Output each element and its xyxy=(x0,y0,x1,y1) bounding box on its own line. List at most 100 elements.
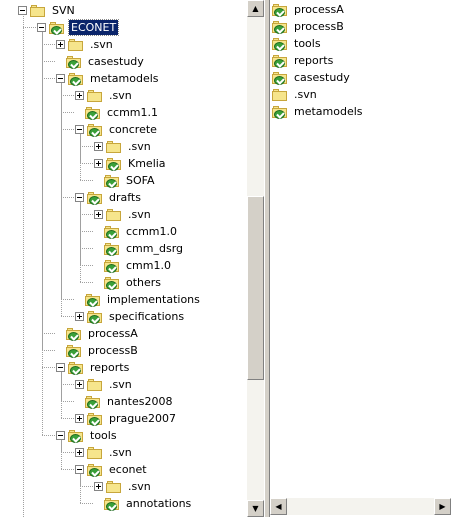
tree-node[interactable]: ECONET xyxy=(37,19,120,36)
tree-connector-line xyxy=(80,201,81,282)
tree-node[interactable]: .svn xyxy=(56,36,115,53)
expand-icon[interactable] xyxy=(94,210,103,219)
tree-node[interactable]: metamodels xyxy=(56,70,161,87)
tree-node-label: processB xyxy=(88,344,138,357)
tree-node[interactable]: .svn xyxy=(94,138,153,155)
expand-icon[interactable] xyxy=(75,448,84,457)
expand-icon[interactable] xyxy=(94,482,103,491)
scroll-left-button[interactable]: ◀ xyxy=(270,498,287,515)
collapse-icon[interactable] xyxy=(37,23,46,32)
tree-node[interactable]: casestudy xyxy=(56,53,146,70)
scroll-thumb[interactable] xyxy=(247,196,264,380)
tree-node[interactable]: implementations xyxy=(75,291,202,308)
tree-spacer xyxy=(56,58,63,65)
folder-icon xyxy=(106,480,122,494)
list-item[interactable]: metamodels xyxy=(272,103,365,120)
tree-connector-line xyxy=(42,435,55,436)
collapse-icon[interactable] xyxy=(18,6,27,15)
collapse-icon[interactable] xyxy=(56,74,65,83)
expand-icon[interactable] xyxy=(75,91,84,100)
tree-connector-line xyxy=(42,61,55,62)
tree-node-label: processA xyxy=(88,327,138,340)
tree-node-label: drafts xyxy=(109,191,141,204)
tree-node[interactable]: .svn xyxy=(94,206,153,223)
tree-node[interactable]: SOFA xyxy=(94,172,156,189)
tree-node[interactable]: econet xyxy=(75,461,149,478)
versioned-folder-icon xyxy=(272,71,288,85)
tree-connector-line xyxy=(42,350,55,351)
scroll-right-button[interactable]: ▶ xyxy=(434,498,451,515)
expand-icon[interactable] xyxy=(94,142,103,151)
tree-node[interactable]: specifications xyxy=(75,308,186,325)
tree-node[interactable]: tools xyxy=(56,427,119,444)
tree-node[interactable]: .svn xyxy=(75,444,134,461)
tree-node-label: tools xyxy=(90,429,117,442)
tree-connector-line xyxy=(61,82,62,316)
tree-vertical-scrollbar[interactable]: ▲ ▼ xyxy=(247,0,264,517)
tree-node[interactable]: others xyxy=(94,274,163,291)
tree-connector-line xyxy=(80,231,93,232)
tree-node[interactable]: SVN xyxy=(18,2,77,19)
collapse-icon[interactable] xyxy=(75,465,84,474)
tree-node-label: concrete xyxy=(109,123,157,136)
list-item[interactable]: processB xyxy=(272,18,346,35)
collapse-icon[interactable] xyxy=(75,193,84,202)
folder-icon xyxy=(30,4,46,18)
expand-icon[interactable] xyxy=(94,159,103,168)
tree-node[interactable]: prague2007 xyxy=(75,410,178,427)
tree-node[interactable]: nantes2008 xyxy=(75,393,175,410)
tree-node[interactable]: cmm_dsrg xyxy=(94,240,185,257)
tree-node[interactable]: ccmm1.1 xyxy=(75,104,160,121)
collapse-icon[interactable] xyxy=(75,125,84,134)
list-item[interactable]: tools xyxy=(272,35,323,52)
list-item[interactable]: reports xyxy=(272,52,335,69)
tree-node-label: cmm1.0 xyxy=(126,259,171,272)
list-item[interactable]: processA xyxy=(272,1,346,18)
tree-node[interactable]: .svn xyxy=(75,376,134,393)
folder-icon xyxy=(106,140,122,154)
tree-node[interactable]: processB xyxy=(56,342,140,359)
tree-node-label: .svn xyxy=(109,378,132,391)
tree-node[interactable]: annotations xyxy=(94,495,193,512)
tree-node[interactable]: ccmm1.0 xyxy=(94,223,179,240)
tree-node-label: .svn xyxy=(128,208,151,221)
tree-spacer xyxy=(94,177,101,184)
versioned-folder-icon xyxy=(272,105,288,119)
tree-connector-line xyxy=(80,163,93,164)
tree-node[interactable]: processA xyxy=(56,325,140,342)
tree-node-label: ECONET xyxy=(67,19,120,36)
tree-node[interactable]: Kmelia xyxy=(94,155,168,172)
collapse-icon[interactable] xyxy=(56,363,65,372)
expand-icon[interactable] xyxy=(75,312,84,321)
tree-node[interactable]: .svn xyxy=(94,478,153,495)
tree-node-label: .svn xyxy=(128,480,151,493)
tree-connector-line xyxy=(61,95,74,96)
tree-node[interactable]: .svn xyxy=(75,87,134,104)
versioned-folder-icon xyxy=(87,123,103,137)
collapse-icon[interactable] xyxy=(56,431,65,440)
scroll-down-button[interactable]: ▼ xyxy=(247,500,264,517)
tree-node[interactable]: drafts xyxy=(75,189,143,206)
pane-splitter[interactable] xyxy=(264,0,270,517)
expand-icon[interactable] xyxy=(75,414,84,423)
tree-spacer xyxy=(75,296,82,303)
list-item[interactable]: .svn xyxy=(272,86,319,103)
list-horizontal-scrollbar[interactable]: ◀ ▶ xyxy=(270,498,451,515)
list-item[interactable]: casestudy xyxy=(272,69,352,86)
tree-connector-line xyxy=(42,44,55,45)
tree-node[interactable]: cmm1.0 xyxy=(94,257,173,274)
tree-spacer xyxy=(94,262,101,269)
versioned-folder-icon xyxy=(272,20,288,34)
tree-connector-line xyxy=(61,401,74,402)
tree-node-label: .svn xyxy=(90,38,113,51)
scroll-up-button[interactable]: ▲ xyxy=(247,0,264,17)
folder-icon xyxy=(87,89,103,103)
expand-icon[interactable] xyxy=(75,380,84,389)
tree-node[interactable]: reports xyxy=(56,359,131,376)
expand-icon[interactable] xyxy=(56,40,65,49)
scroll-track[interactable] xyxy=(287,498,434,515)
tree-connector-line xyxy=(80,146,93,147)
tree-node[interactable]: concrete xyxy=(75,121,159,138)
